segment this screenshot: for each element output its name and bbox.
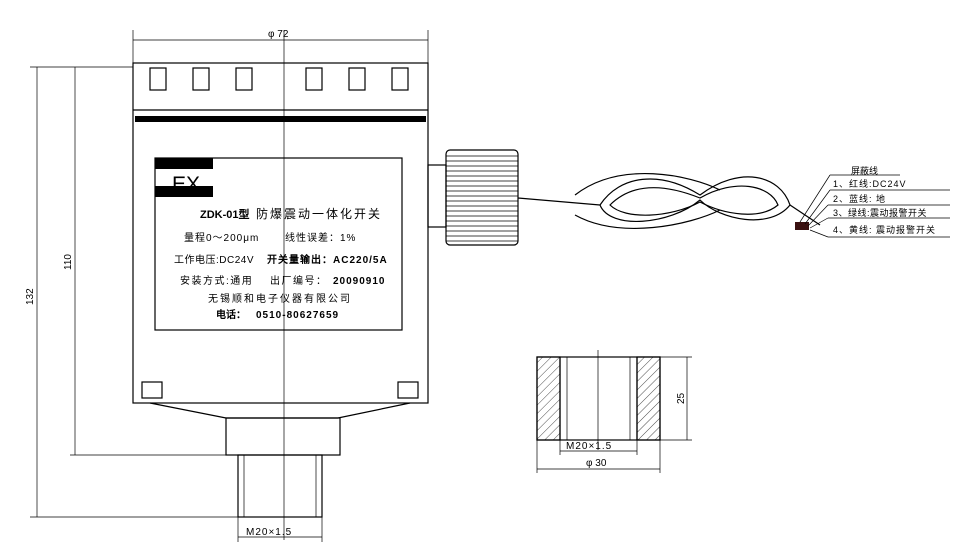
dim-nut-thread: M20×1.5 <box>566 441 612 452</box>
dim-nut-height: 25 <box>676 392 687 404</box>
wire-1: 1、红线:DC24V <box>833 178 907 189</box>
company: 无锡顺和电子仪器有限公司 <box>208 292 352 305</box>
switch-body <box>132 30 429 540</box>
nameplate: EX ZDK-01型 防爆震动一体化开关 量程0～200μm 线性误差：1% 工… <box>154 157 403 331</box>
serial: 20090910 <box>333 276 386 287</box>
linearity: 线性误差：1% <box>285 231 356 244</box>
model: ZDK-01型 <box>200 207 250 221</box>
dim-body-height: 110 <box>63 254 74 270</box>
nut: 25 M20×1.5 φ 30 <box>536 350 692 473</box>
dimensions: φ 72 132 110 M20×1.5 <box>25 29 429 542</box>
cap-slots <box>149 67 409 91</box>
ex-mark: EX <box>172 173 200 196</box>
dim-top-width: φ 72 <box>268 29 289 40</box>
output: 开关量输出：AC220/5A <box>267 253 388 266</box>
phone-label: 电话： <box>216 308 246 321</box>
phone: 0510-80627659 <box>256 310 339 321</box>
wire-3: 3、绿线:震动报警开关 <box>833 207 927 218</box>
cable-gland <box>427 149 821 246</box>
wiring-legend: 屏蔽线 1、红线:DC24V 2、蓝线: 地 3、绿线:震动报警开关 4、黄线:… <box>799 165 950 238</box>
dim-nut-diameter: φ 30 <box>586 458 607 469</box>
wire-2: 2、蓝线: 地 <box>833 193 886 204</box>
dim-bottom-thread: M20×1.5 <box>246 527 292 538</box>
dim-total-height: 132 <box>25 288 36 305</box>
mounting: 安装方式:通用 <box>180 274 253 287</box>
product-name: 防爆震动一体化开关 <box>256 206 382 221</box>
wire-4: 4、黄线: 震动报警开关 <box>833 224 936 235</box>
range: 量程0～200μm <box>184 232 259 244</box>
shield-label: 屏蔽线 <box>851 165 878 176</box>
serial-label: 出厂编号： <box>270 274 328 287</box>
supply: 工作电压:DC24V <box>174 253 254 266</box>
